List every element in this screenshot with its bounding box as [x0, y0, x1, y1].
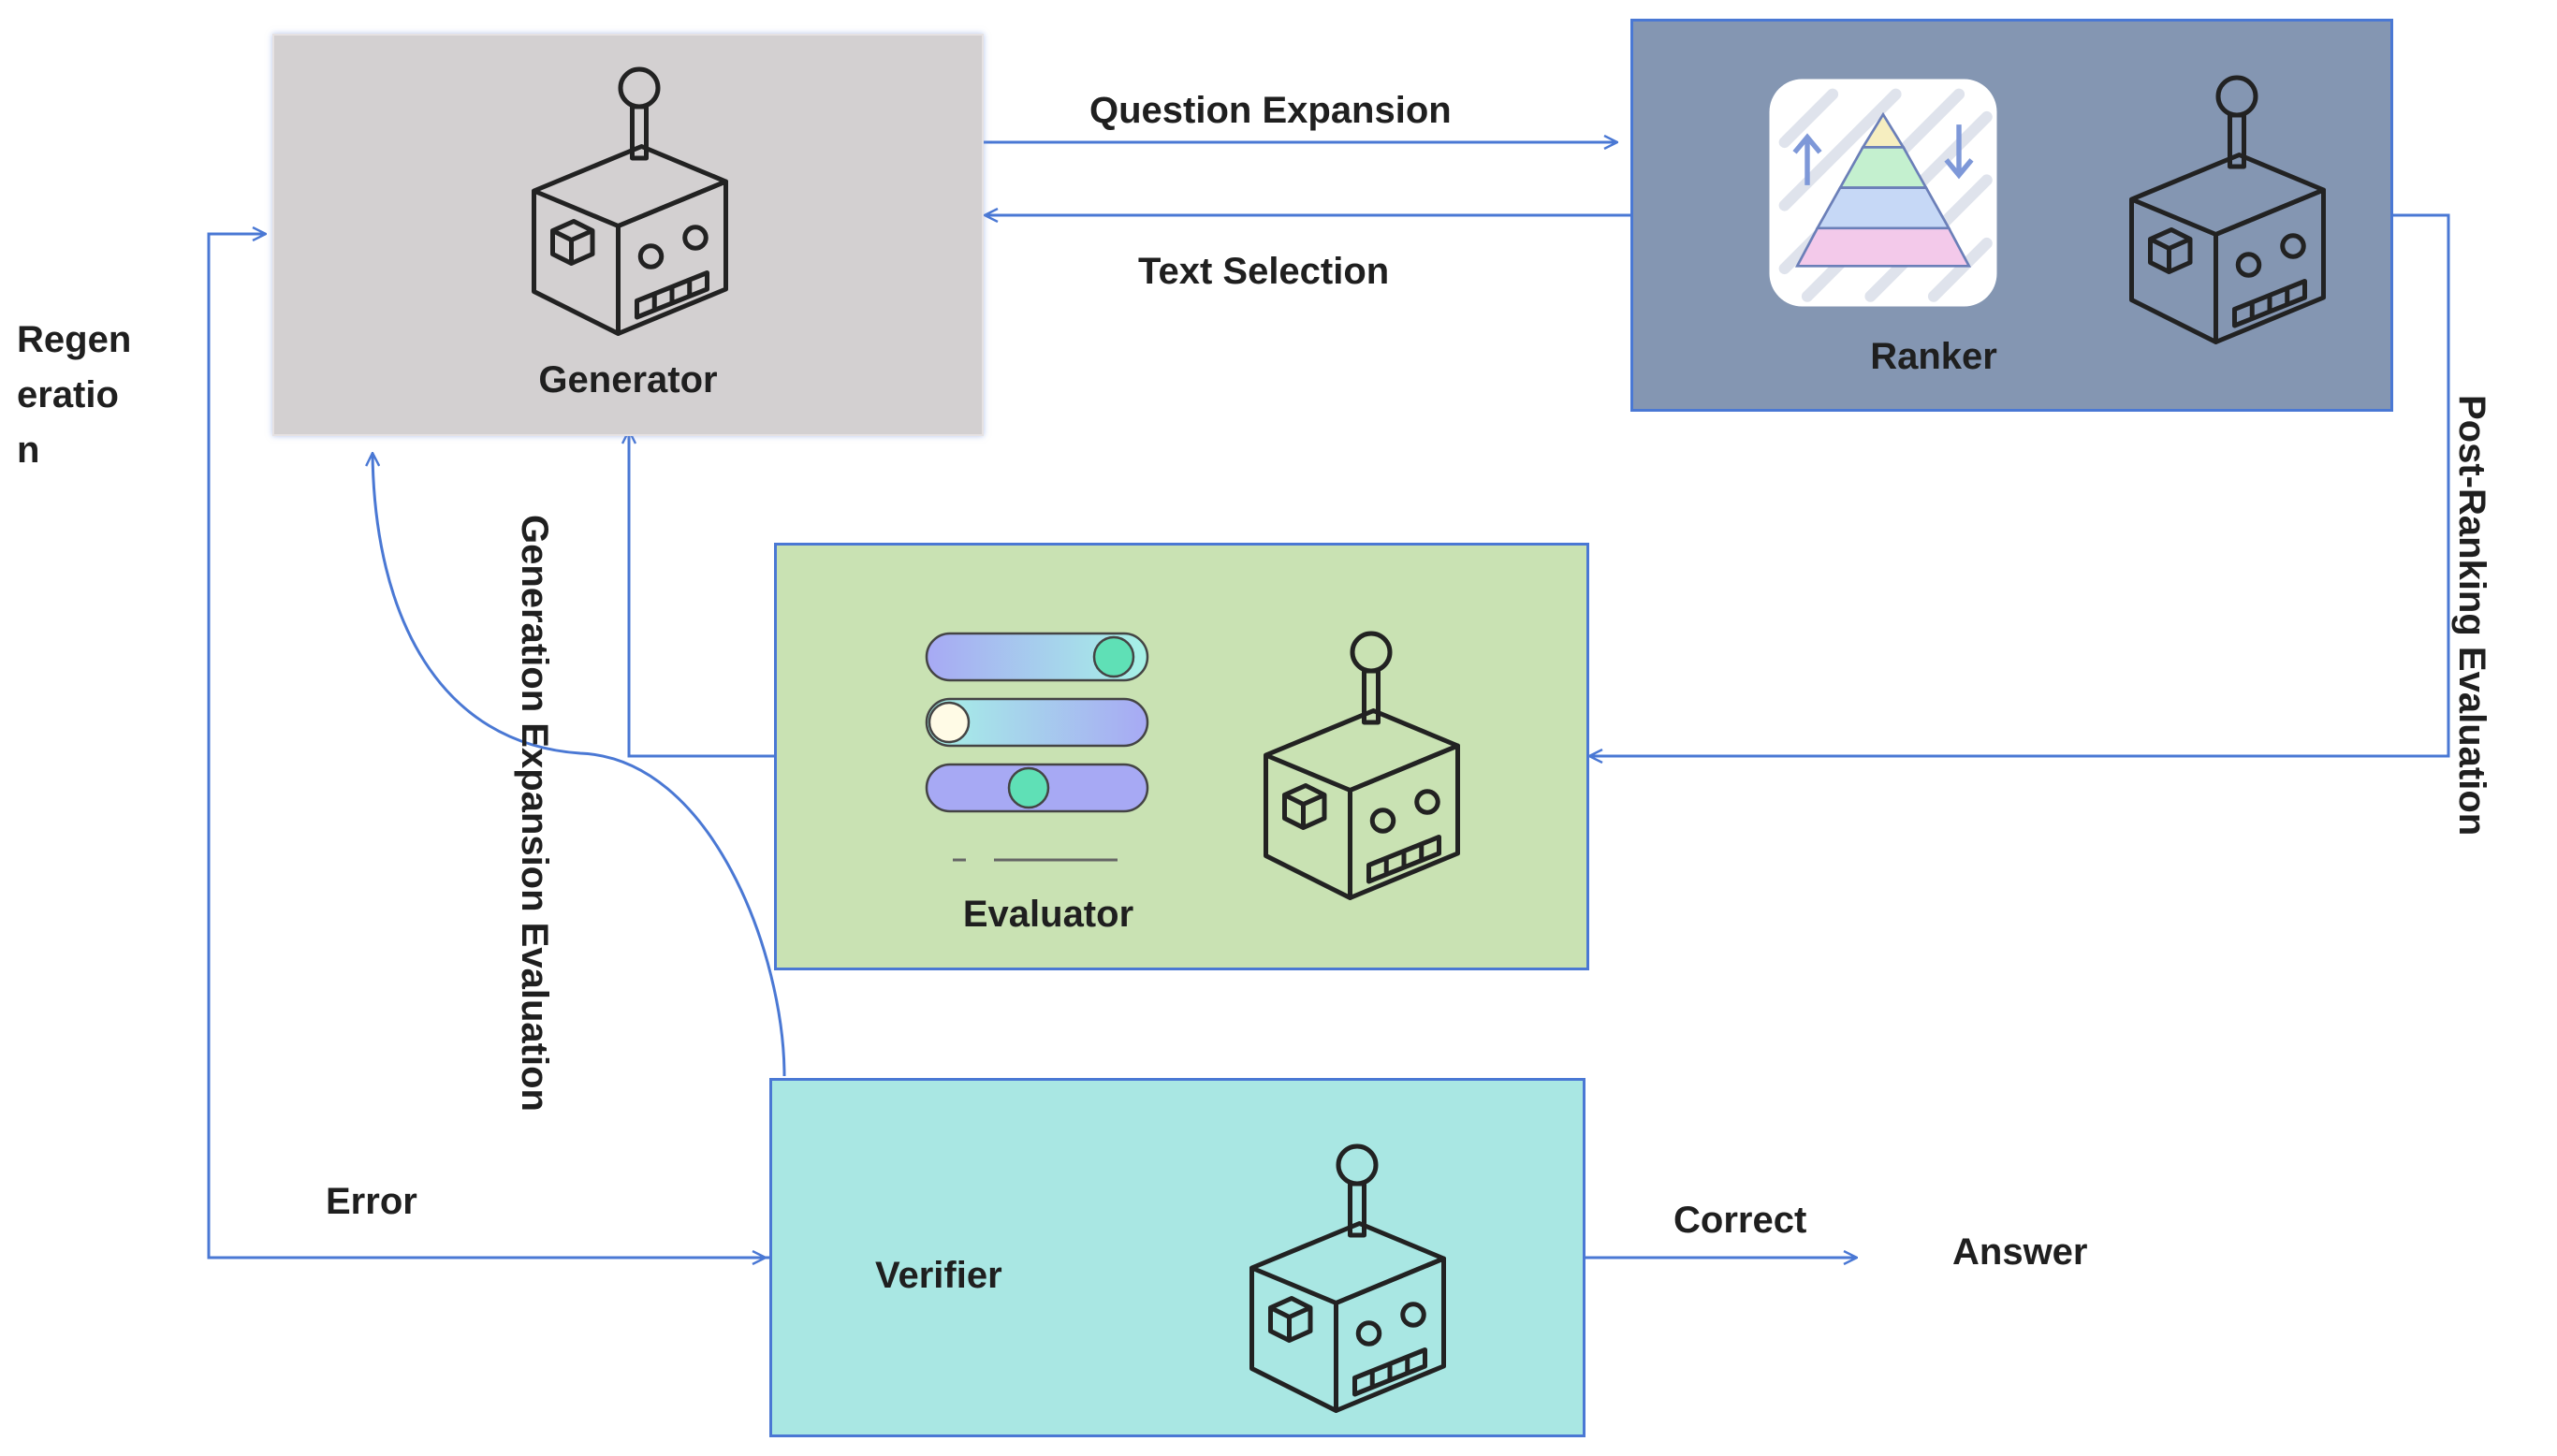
- generator-label: Generator: [538, 359, 718, 400]
- regeneration-line-2: eratio: [17, 374, 119, 415]
- evaluator-label: Evaluator: [962, 894, 1134, 935]
- arrow-verifier-to-generator: [373, 453, 786, 1077]
- label-error: Error: [326, 1181, 417, 1222]
- label-question-expansion: Question Expansion: [1089, 90, 1452, 131]
- slider-controls-icon: [925, 632, 1149, 862]
- label-regeneration: Regen eratio n: [17, 313, 131, 478]
- regeneration-line-3: n: [17, 430, 40, 471]
- post-ranking-line-1: Post-Ranking: [2451, 395, 2492, 636]
- answer-label: Answer: [1952, 1231, 2088, 1273]
- ranking-pyramid-icon: [1769, 79, 1997, 307]
- regeneration-line-1: Regen: [17, 319, 132, 360]
- label-post-ranking-evaluation: Post-Ranking Evaluation: [2450, 395, 2493, 836]
- label-correct: Correct: [1673, 1200, 1807, 1241]
- feedback-line-2: Expansion: [514, 722, 555, 912]
- generator-node: Generator: [272, 34, 984, 436]
- post-ranking-line-2: Evaluation: [2451, 646, 2492, 837]
- verifier-node: Verifier: [769, 1078, 1585, 1437]
- feedback-line-1: Generation: [514, 515, 555, 713]
- robot-icon: [1264, 631, 1460, 900]
- feedback-line-3: Evaluation: [514, 922, 555, 1112]
- ranker-node: Ranker: [1630, 19, 2393, 412]
- ranker-label: Ranker: [1870, 336, 1997, 377]
- evaluator-node: Evaluator: [774, 543, 1589, 970]
- verifier-label: Verifier: [875, 1255, 1002, 1296]
- arrow-evaluator-to-generator: [629, 430, 774, 758]
- label-text-selection: Text Selection: [1138, 251, 1390, 292]
- label-evaluation-feedback: Generation Expansion Evaluation: [513, 515, 556, 1112]
- robot-icon: [1249, 1143, 1446, 1413]
- robot-icon: [2129, 75, 2326, 344]
- robot-icon: [532, 66, 728, 336]
- arrow-post-ranking-evaluation: [1589, 213, 2450, 756]
